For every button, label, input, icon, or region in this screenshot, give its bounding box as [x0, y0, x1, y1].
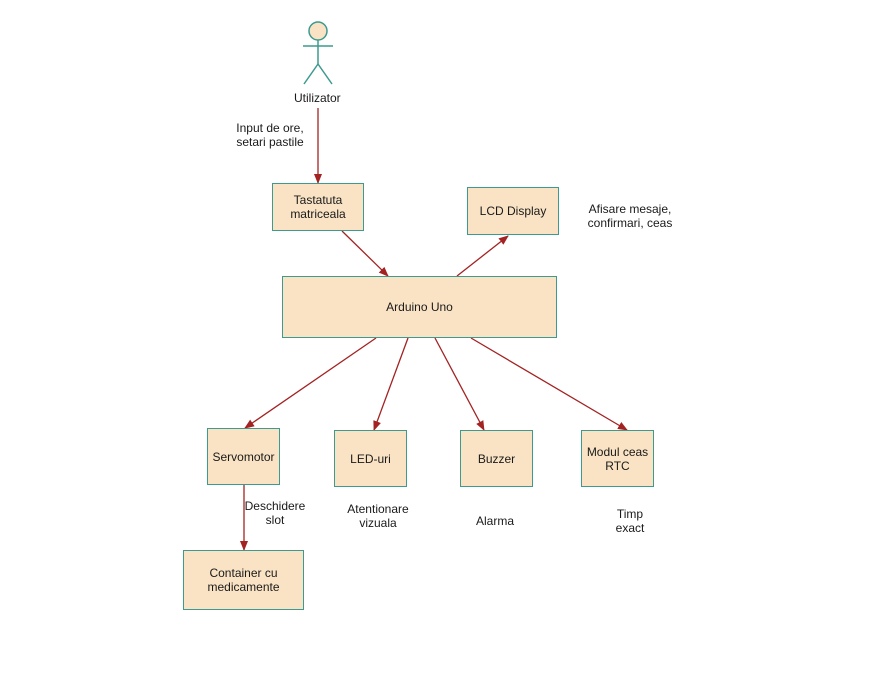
node-servomotor: Servomotor [207, 428, 280, 485]
arrow-arduino-to-led [373, 337, 409, 431]
node-led: LED-uri [334, 430, 407, 487]
node-buzzer: Buzzer [460, 430, 533, 487]
annotation-rtc: Timp exact [615, 507, 645, 535]
node-arduino-uno: Arduino Uno [282, 276, 557, 338]
node-rtc-module: Modul ceas RTC [581, 430, 654, 487]
arrow-arduino-to-buzzer [434, 337, 485, 431]
arrow-keypad-to-arduino [341, 230, 389, 277]
annotation-lcd: Afisare mesaje, confirmari, ceas [587, 202, 673, 230]
actor-label: Utilizator [294, 91, 341, 105]
node-keypad: Tastatuta matriceala [272, 183, 364, 231]
arrow-arduino-to-lcd [456, 235, 509, 277]
annotation-led: Atentionare vizuala [347, 502, 409, 530]
annotation-servo: Deschidere slot [244, 499, 306, 527]
arrow-arduino-to-rtc [470, 337, 628, 431]
annotation-input: Input de ore, setari pastile [236, 121, 304, 149]
node-lcd-display: LCD Display [467, 187, 559, 235]
arrow-arduino-to-servo [244, 337, 377, 429]
annotation-buzzer: Alarma [475, 514, 514, 528]
node-container: Container cu medicamente [183, 550, 304, 610]
user-actor-icon [303, 21, 333, 85]
